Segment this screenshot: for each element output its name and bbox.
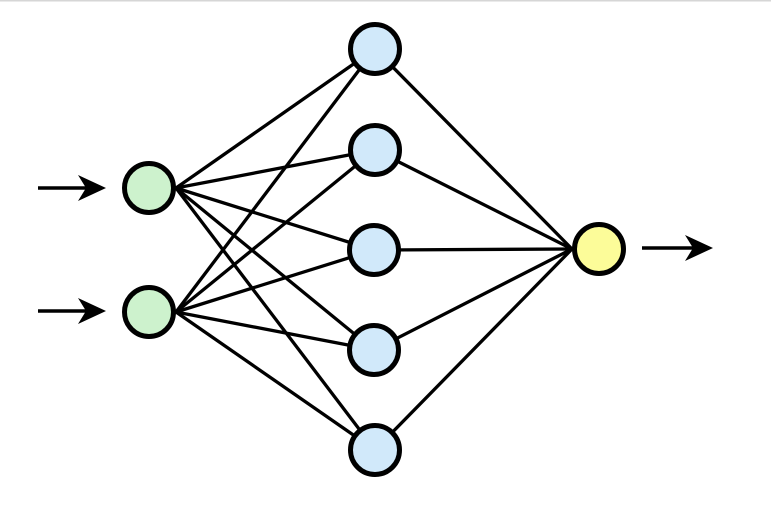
input-arrow-2-head [78, 298, 106, 324]
output-node-1 [572, 222, 626, 276]
edge-in2-h2 [174, 148, 377, 314]
input-arrow-1-head [78, 175, 106, 201]
output-arrow-head [685, 235, 713, 261]
edge-in2-h4 [175, 310, 375, 352]
edge-in1-h3 [175, 186, 375, 252]
hidden-node-3 [347, 223, 401, 277]
edge-h3-out1 [373, 247, 573, 252]
edge-h1-out1 [373, 47, 574, 251]
edge-in1-h4 [174, 186, 376, 352]
edge-h5-out1 [373, 247, 574, 452]
hidden-node-2 [348, 123, 402, 177]
edge-in2-h5 [175, 310, 376, 452]
edge-in1-h5 [174, 187, 377, 451]
edge-in2-h1 [174, 48, 377, 313]
hidden-node-5 [348, 423, 402, 477]
edge-in1-h1 [175, 47, 376, 190]
hidden-node-1 [348, 22, 402, 76]
edge-h2-out1 [374, 148, 573, 251]
edge-h4-out1 [373, 247, 573, 352]
edge-in1-h2 [175, 148, 376, 190]
edge-in2-h3 [175, 248, 375, 314]
input-node-1 [122, 161, 176, 215]
window-top-edge [0, 0, 771, 2]
hidden-node-4 [347, 323, 401, 377]
input-node-2 [122, 285, 176, 339]
